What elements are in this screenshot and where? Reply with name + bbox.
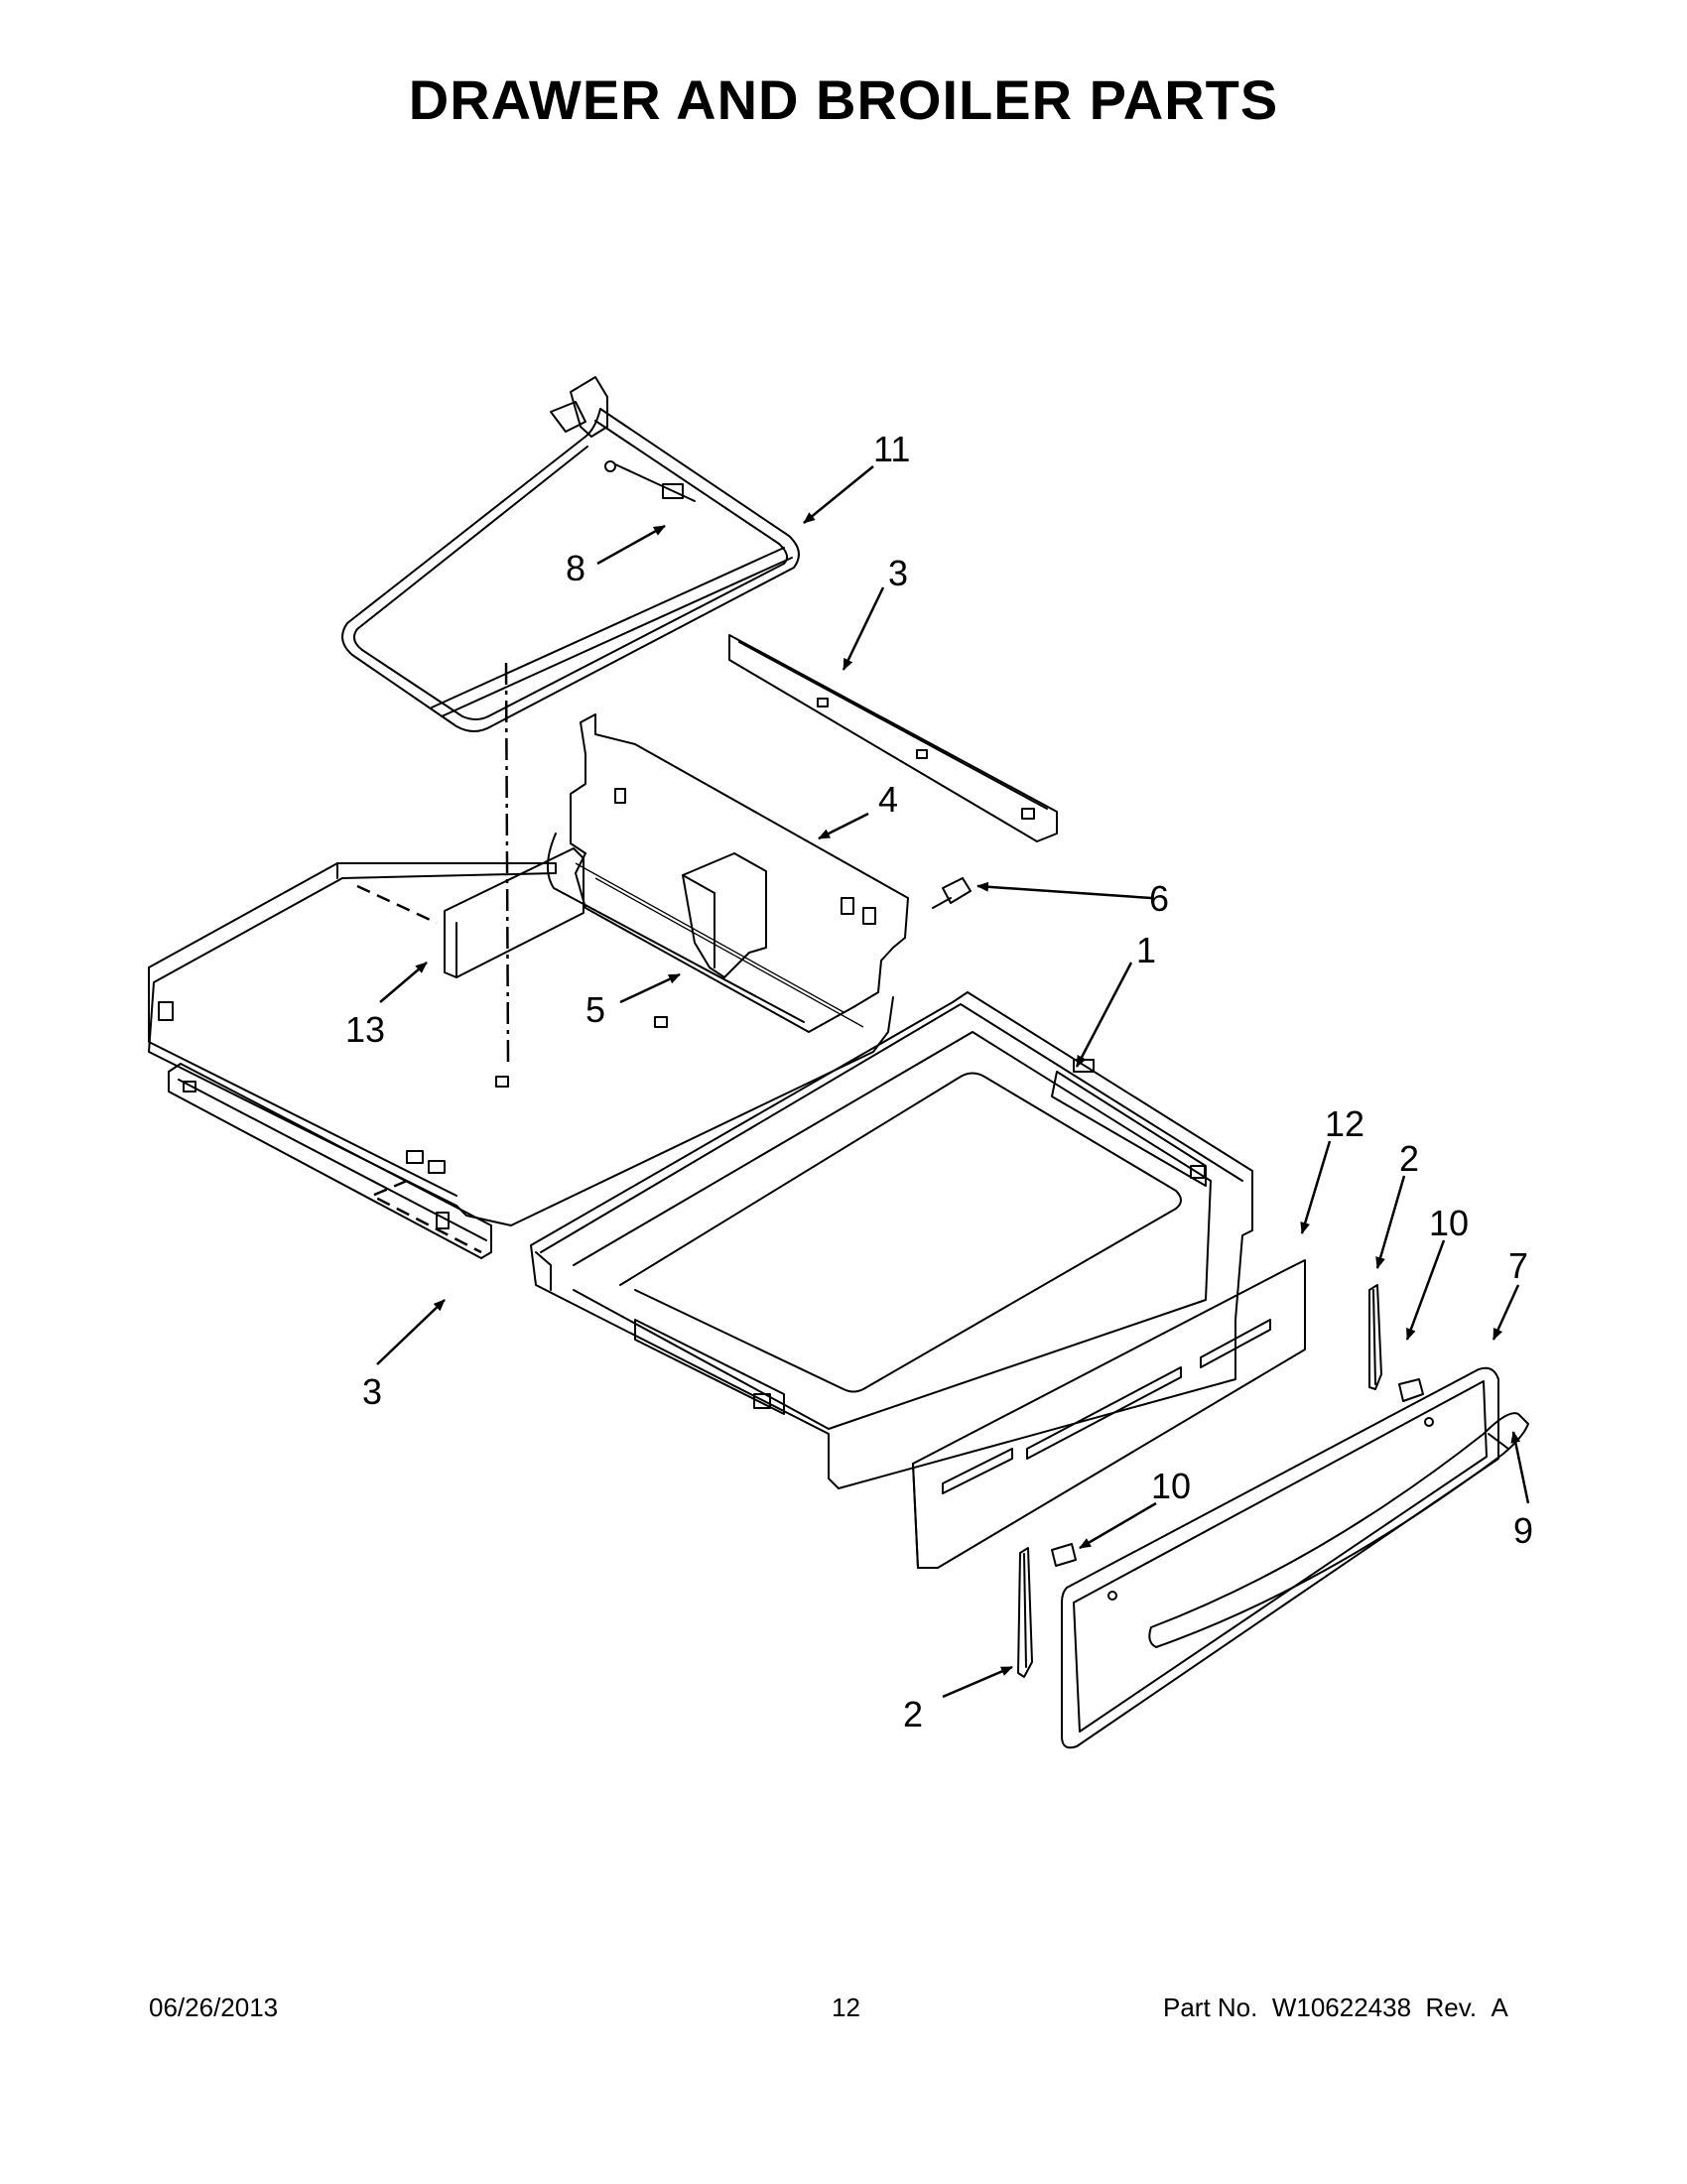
callout-10-lower: 10 xyxy=(1151,1466,1191,1506)
callout-1: 1 xyxy=(1136,930,1156,970)
rev-value: A xyxy=(1491,1992,1508,2022)
callout-3-lower: 3 xyxy=(362,1371,382,1412)
broiler-pan-bottom xyxy=(148,862,894,1226)
drawer-slide-lower xyxy=(168,1063,492,1259)
drawer-bracket-upper xyxy=(1368,1284,1382,1390)
callout-2-upper: 2 xyxy=(1399,1138,1419,1179)
callout-12: 12 xyxy=(1325,1103,1364,1144)
screw-part-10-upper xyxy=(1398,1378,1424,1402)
screw-part-10-lower xyxy=(1051,1543,1077,1567)
rev-label: Rev. xyxy=(1425,1992,1478,2022)
broiler-shield xyxy=(444,847,584,978)
callout-10-upper: 10 xyxy=(1429,1203,1469,1243)
drawer-inner-panel xyxy=(912,1259,1306,1569)
page-title: DRAWER AND BROILER PARTS xyxy=(408,68,1279,131)
part-label: Part No. xyxy=(1163,1992,1258,2022)
drawer-body xyxy=(530,991,1253,1489)
broil-element xyxy=(341,376,800,732)
drawer-bracket-lower xyxy=(1017,1547,1033,1678)
callout-7: 7 xyxy=(1508,1245,1528,1286)
callout-9: 9 xyxy=(1513,1510,1533,1551)
callout-2-lower: 2 xyxy=(903,1694,923,1734)
alignment-line-vertical xyxy=(504,662,510,1063)
drawer-slide-upper xyxy=(728,634,1058,842)
callout-4: 4 xyxy=(878,779,898,820)
alignment-line-shield xyxy=(356,884,438,925)
broiler-baffle xyxy=(654,852,767,1028)
broiler-box xyxy=(547,713,909,1033)
callout-8: 8 xyxy=(566,548,585,588)
element-bracket-part xyxy=(604,460,616,472)
callout-5: 5 xyxy=(585,989,605,1030)
drawer-outer-panel xyxy=(1061,1366,1499,1749)
callout-6: 6 xyxy=(1149,878,1169,919)
part-number: W10622438 xyxy=(1271,1992,1412,2022)
callout-13: 13 xyxy=(345,1009,385,1050)
footer-page-number: 12 xyxy=(832,1992,860,2022)
footer-date: 06/26/2013 xyxy=(149,1992,279,2022)
leader-arrows xyxy=(376,465,1530,1699)
callout-3-upper: 3 xyxy=(888,553,908,593)
footer-part-info: Part No. W10622438 Rev. A xyxy=(1163,1992,1508,2023)
callout-11: 11 xyxy=(873,429,910,469)
screw-part-6 xyxy=(932,877,972,909)
alignment-line-slide xyxy=(369,1179,482,1254)
